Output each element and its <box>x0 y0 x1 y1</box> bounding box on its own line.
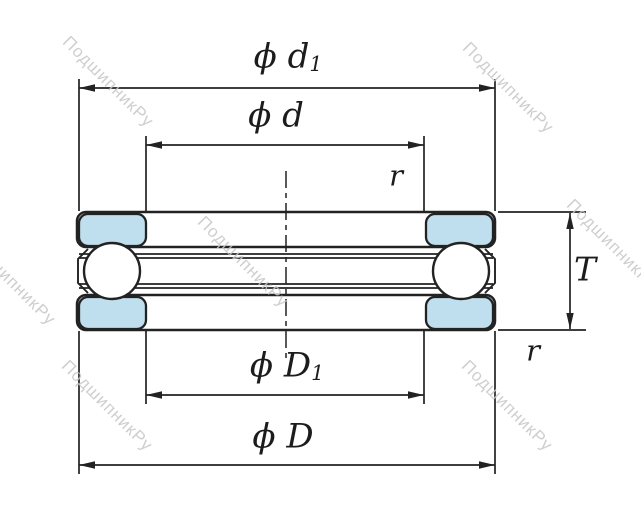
section-fill-bottom-left <box>77 295 148 331</box>
dim-label-D: ϕ D <box>252 419 313 454</box>
dim-label-D1-sub: 1 <box>311 361 325 386</box>
ball-left <box>82 241 142 301</box>
dim-label-r-bottom-text: r <box>526 333 540 368</box>
dim-label-D1-text: ϕ D <box>249 345 312 386</box>
dim-label-D-text: ϕ D <box>252 416 314 457</box>
extension-lines <box>78 79 586 474</box>
cage-right <box>484 248 496 294</box>
dim-label-D1: ϕ D1 <box>250 348 324 383</box>
dim-label-r-top-text: r <box>389 158 403 193</box>
dimension-lines <box>79 84 574 469</box>
bearing-cross-section <box>75 171 497 362</box>
section-fill-bottom-right <box>424 295 495 331</box>
dim-label-d1: ϕ d1 <box>254 39 323 74</box>
cage-left <box>77 248 89 294</box>
dim-label-T-text: T <box>573 249 597 289</box>
dim-label-T: T <box>574 253 596 286</box>
dim-label-d-text: ϕ d <box>248 95 304 136</box>
section-fill-top-left <box>77 212 148 248</box>
dim-label-r-top: r <box>389 158 403 193</box>
dim-label-d1-text: ϕ d <box>253 36 310 77</box>
dim-label-d1-sub: 1 <box>309 52 323 77</box>
dim-label-d: ϕ d <box>248 98 304 133</box>
dim-label-r-bottom: r <box>526 333 540 368</box>
ball-right <box>431 241 491 301</box>
section-fill-top-right <box>424 212 495 248</box>
